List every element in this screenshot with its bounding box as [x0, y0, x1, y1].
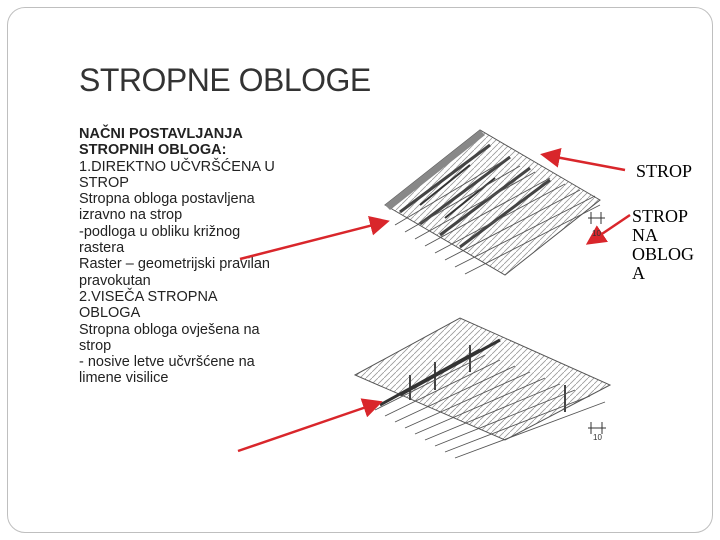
body-line: Stropna obloga postavljena [79, 191, 255, 208]
body-line: 1.DIREKTNO UČVRŠĆENA U [79, 158, 275, 175]
label-obloga-line: OBLOG [632, 244, 694, 264]
body-line: - nosive letve učvršćene na [79, 354, 255, 371]
body-line: 2.VISEČA STROPNA [79, 288, 218, 305]
body-line: limene visilice [79, 370, 169, 387]
body-line: strop [79, 337, 112, 354]
label-obloga: STROP NA OBLOG A [632, 207, 694, 283]
body-line: STROPNIH OBLOGA: [79, 142, 227, 159]
label-strop: STROP [636, 161, 693, 181]
body-line: OBLOGA [79, 305, 141, 322]
body-line: Stropna obloga ovješena na [79, 321, 260, 338]
body-line: STROP [79, 174, 129, 191]
body-line: Raster – geometrijski pravilan [79, 256, 270, 273]
slide-title: STROPNE OBLOGE [79, 62, 371, 98]
body-line: pravokutan [79, 272, 151, 289]
body-line: -podloga u obliku križnog [79, 223, 241, 240]
body-line: rastera [79, 240, 125, 257]
body-line: izravno na strop [79, 207, 183, 224]
label-obloga-line: STROP [632, 206, 689, 226]
label-obloga-line: NA [632, 225, 658, 245]
body-line: NAČNI POSTAVLJANJA [79, 126, 243, 142]
body-text: NAČNI POSTAVLJANJA STROPNIH OBLOGA: 1.DI… [79, 126, 309, 387]
label-obloga-line: A [632, 263, 645, 283]
